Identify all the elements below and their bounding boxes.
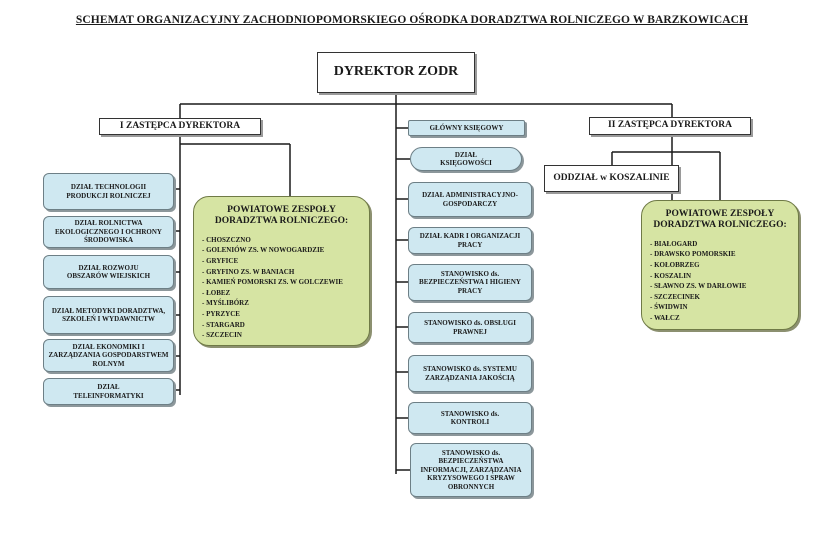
list-item: - SZCZECIN: [202, 331, 242, 340]
list-item: - ŁOBEZ: [202, 288, 231, 297]
list-item: - GRYFINO ZS. W BANIACH: [202, 267, 295, 276]
list-item: - BIAŁOGARD: [650, 239, 698, 248]
teams-east-box: POWIATOWE ZESPOŁY DORADZTWA ROLNICZEGO: …: [641, 200, 799, 330]
list-item: - PYRZYCE: [202, 310, 240, 318]
teams-east-title: POWIATOWE ZESPOŁY DORADZTWA ROLNICZEGO:: [653, 209, 787, 230]
list-item: - GRYFICE: [202, 257, 239, 266]
dept-rolnictwa-ekologicznego: DZIAŁ ROLNICTWA EKOLOGICZNEGO I OCHRONY …: [43, 216, 174, 248]
list-item: - ŚWIDWIN: [650, 303, 688, 312]
list-item: - KOŁOBRZEG: [650, 261, 700, 270]
teams-east-list: - BIAŁOGARD - DRAWSKO POMORSKIE - KOŁOBR…: [650, 239, 790, 324]
post-bhp: STANOWISKO ds. BEZPIECZEŃSTWA I HIGIENY …: [408, 264, 532, 301]
director-box: DYREKTOR ZODR: [317, 52, 475, 93]
post-kontroli: STANOWISKO ds. KONTROLI: [408, 402, 532, 434]
deputy-2-box: II ZASTĘPCA DYREKTORA: [589, 117, 751, 135]
dept-kadr-organizacji: DZIAŁ KADR I ORGANIZACJI PRACY: [408, 227, 532, 254]
list-item: - SŁAWNO ZS. W DARŁOWIE: [650, 282, 747, 291]
dept-ekonomiki-zarzadzania: DZIAŁ EKONOMIKI I ZARZĄDZANIA GOSPODARST…: [43, 339, 174, 372]
list-item: - KAMIEŃ POMORSKI ZS. W GOLCZEWIE: [202, 278, 343, 287]
deputy-1-box: I ZASTĘPCA DYREKTORA: [99, 118, 261, 135]
chart-title: SCHEMAT ORGANIZACYJNY ZACHODNIOPOMORSKIE…: [75, 14, 749, 26]
post-systemu-jakosci: STANOWISKO ds. SYSTEMU ZARZĄDZANIA JAKOŚ…: [408, 355, 532, 392]
list-item: - GOLENIÓW ZS. W NOWOGARDZIE: [202, 246, 325, 255]
dept-ksiegowosci: DZIAŁ KSIĘGOWOŚCI: [410, 147, 522, 171]
dept-administracyjno-gospodarczy: DZIAŁ ADMINISTRACYJNO-GOSPODARCZY: [408, 182, 532, 217]
dept-technologii-produkcji: DZIAŁ TECHNOLOGII PRODUKCJI ROLNICZEJ: [43, 173, 174, 210]
chief-accountant-box: GŁÓWNY KSIĘGOWY: [408, 120, 525, 136]
list-item: - SZCZECINEK: [650, 292, 700, 301]
dept-teleinformatyki: DZIAŁ TELEINFORMATYKI: [43, 378, 174, 405]
dept-metodyki-doradztwa: DZIAŁ METODYKI DORADZTWA, SZKOLEŃ I WYDA…: [43, 296, 174, 334]
teams-west-title: POWIATOWE ZESPOŁY DORADZTWA ROLNICZEGO:: [214, 205, 349, 226]
list-item: - MYŚLIBÓRZ: [202, 299, 249, 308]
teams-west-list: - CHOSZCZNO - GOLENIÓW ZS. W NOWOGARDZIE…: [202, 235, 361, 341]
list-item: - KOSZALIN: [650, 271, 692, 280]
list-item: - DRAWSKO POMORSKIE: [650, 250, 736, 259]
list-item: - WAŁCZ: [650, 314, 680, 322]
post-obslugi-prawnej: STANOWISKO ds. OBSŁUGI PRAWNEJ: [408, 312, 532, 343]
post-bezpieczenstwa-informacji: STANOWISKO ds. BEZPIECZEŃSTWA INFORMACJI…: [410, 443, 532, 497]
list-item: - CHOSZCZNO: [202, 235, 251, 244]
list-item: - STARGARD: [202, 320, 245, 329]
dept-rozwoju-obszarow: DZIAŁ ROZWOJU OBSZARÓW WIEJSKICH: [43, 255, 174, 289]
branch-koszalin-box: ODDZIAŁ w KOSZALINIE: [544, 165, 679, 192]
teams-west-box: POWIATOWE ZESPOŁY DORADZTWA ROLNICZEGO: …: [193, 196, 370, 346]
